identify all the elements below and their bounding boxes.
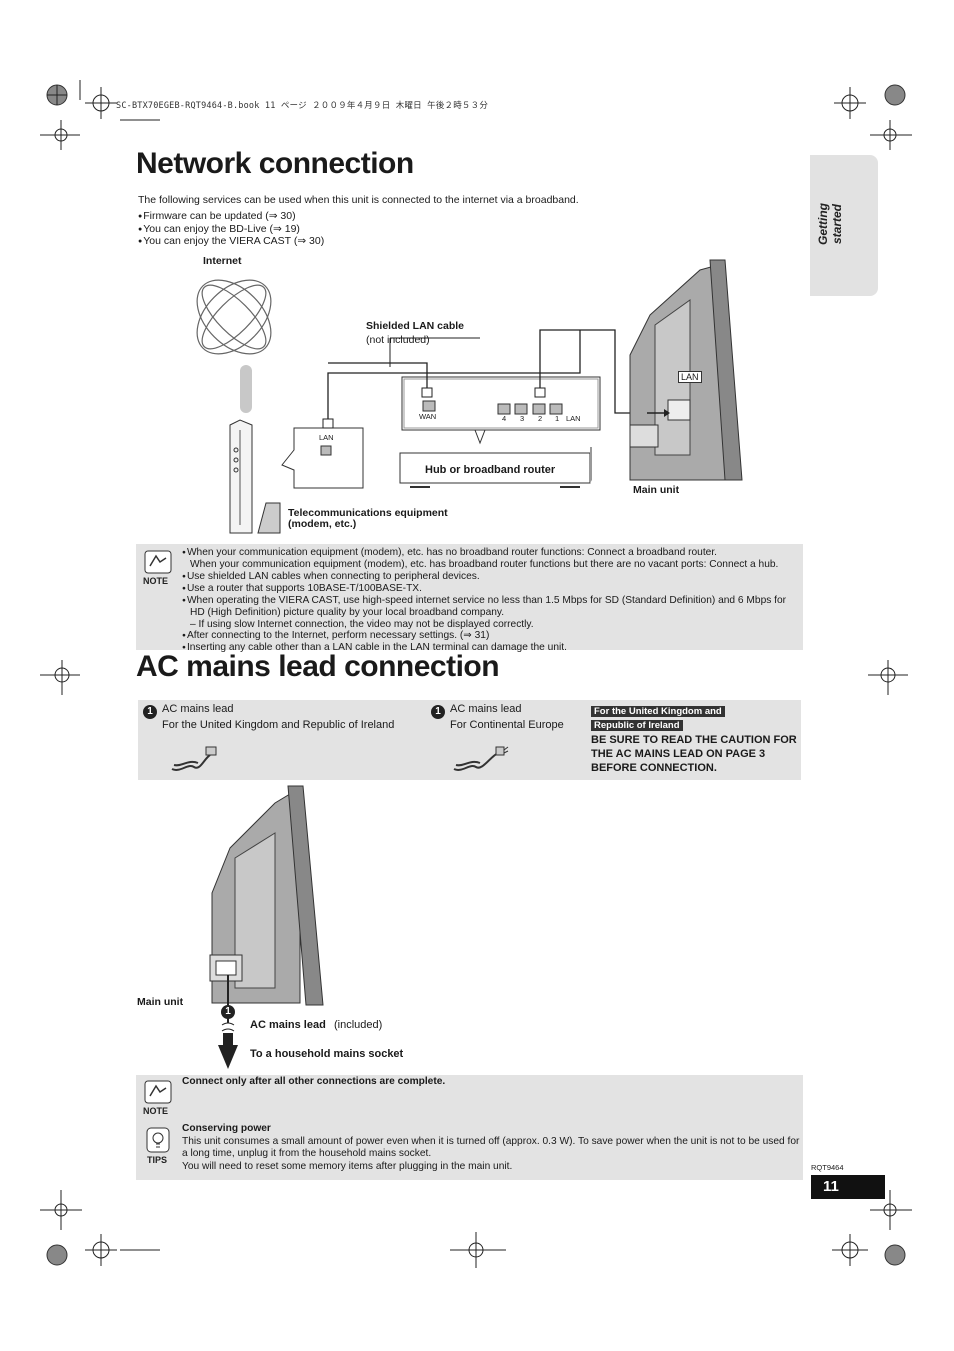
- list-item: After connecting to the Internet, perfor…: [182, 630, 802, 642]
- registration-mark-icon: [868, 660, 908, 695]
- unit-lan-label: LAN: [678, 371, 702, 383]
- network-title: Network connection: [136, 147, 414, 180]
- step-number: 1: [431, 705, 445, 719]
- port-label: 4: [502, 414, 507, 423]
- main-unit-icon: [629, 259, 743, 481]
- list-item: Use shielded LAN cables when connecting …: [182, 571, 802, 583]
- ac-diagram: [209, 785, 324, 1069]
- ac-title: AC mains lead connection: [136, 650, 500, 683]
- lightbulb-icon: [146, 1127, 170, 1153]
- list-item: Use a router that supports 10BASE-T/100B…: [182, 583, 802, 595]
- modem-lan-label: LAN: [319, 433, 334, 442]
- model-number: RQT9464: [811, 1163, 844, 1172]
- registration-mark-icon: [40, 660, 80, 695]
- internet-label: Internet: [203, 255, 242, 267]
- cable-label: Shielded LAN cable: [366, 320, 465, 332]
- lead1-title: AC mains lead: [162, 703, 234, 715]
- tips-label: TIPS: [147, 1155, 168, 1165]
- arrow-down-icon: [218, 1045, 238, 1069]
- side-tab-label: Getting started: [816, 203, 844, 245]
- telecom-sub-label: (modem, etc.): [288, 518, 357, 530]
- registration-mark-icon: [40, 1190, 160, 1266]
- list-item: Firmware can be updated (⇒ 30): [138, 210, 324, 224]
- cable-note: (not included): [366, 334, 430, 346]
- port-label: 1: [555, 414, 560, 423]
- list-item: When your communication equipment (modem…: [190, 559, 779, 571]
- port-label: 3: [520, 414, 525, 423]
- modem-icon: [229, 419, 281, 534]
- telecom-label: Telecommunications equipment: [288, 507, 448, 519]
- tips-box: [136, 1075, 803, 1180]
- lead1-region: For the United Kingdom and Republic of I…: [162, 719, 395, 731]
- note-icon: [144, 550, 172, 574]
- file-header: SC-BTX70EGEB-RQT9464-B.book 11 ページ ２００９年…: [116, 101, 489, 111]
- list-item: You can enjoy the BD-Live (⇒ 19): [138, 223, 324, 237]
- step-number: 1: [143, 705, 157, 719]
- tips-title: Conserving power: [182, 1123, 271, 1134]
- main-unit-icon: [209, 785, 324, 1006]
- network-diagram: [196, 259, 743, 534]
- note-icon: [144, 1080, 172, 1104]
- step-number: 1: [221, 1005, 235, 1019]
- list-item: You can enjoy the VIERA CAST (⇒ 30): [138, 235, 324, 249]
- list-item: When your communication equipment (modem…: [182, 547, 802, 559]
- socket-label: To a household mains socket: [250, 1048, 404, 1060]
- side-tab: [810, 155, 878, 296]
- uk-tag: For the United Kingdom and: [591, 706, 725, 717]
- list-item: – If using slow Internet connection, the…: [190, 618, 534, 630]
- uk-tag: Republic of Ireland: [591, 720, 683, 731]
- lead-label: AC mains lead: [250, 1019, 326, 1031]
- service-list: Firmware can be updated (⇒ 30) You can e…: [138, 210, 324, 249]
- main-unit-label: Main unit: [633, 484, 680, 496]
- tips-text: This unit consumes a small amount of pow…: [182, 1136, 800, 1159]
- note-label: NOTE: [143, 576, 169, 586]
- note-text: Connect only after all other connections…: [182, 1076, 446, 1087]
- lead2-title: AC mains lead: [450, 703, 522, 715]
- lead2-region: For Continental Europe: [450, 719, 564, 731]
- network-intro: The following services can be used when …: [138, 194, 579, 206]
- registration-mark-icon: [40, 80, 160, 150]
- router-lan-label: LAN: [566, 414, 581, 423]
- router-label: Hub or broadband router: [425, 464, 556, 476]
- ac-main-unit-label: Main unit: [137, 996, 184, 1008]
- registration-mark-icon: [834, 84, 912, 150]
- page-number: 11: [811, 1175, 885, 1199]
- uk-plug-icon: [171, 746, 217, 771]
- eu-plug-icon: [453, 746, 509, 771]
- registration-mark-icon: [450, 1232, 506, 1268]
- internet-globe-icon: [196, 279, 272, 355]
- list-item: Inserting any cable other than a LAN cab…: [182, 642, 802, 654]
- tips-text: You will need to reset some memory items…: [182, 1161, 513, 1172]
- list-item: When operating the VIERA CAST, use high-…: [182, 595, 802, 619]
- port-label: 2: [538, 414, 543, 423]
- lead-note: (included): [334, 1019, 383, 1031]
- router-wan-label: WAN: [419, 412, 437, 421]
- note-label: NOTE: [143, 1106, 169, 1116]
- caution-text: BE SURE TO READ THE CAUTION FOR THE AC M…: [591, 734, 797, 774]
- registration-mark-icon: [832, 1190, 912, 1266]
- network-note-list: When your communication equipment (modem…: [182, 547, 802, 655]
